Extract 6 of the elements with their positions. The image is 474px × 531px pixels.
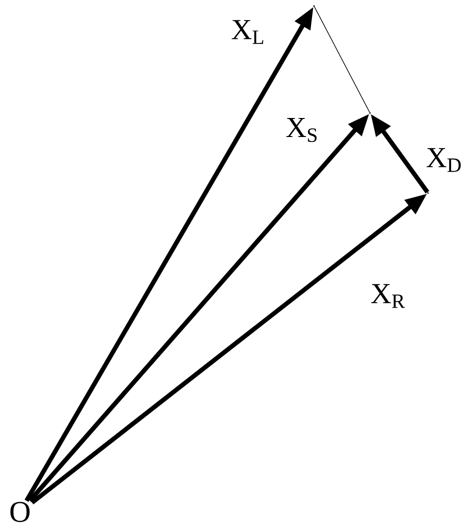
edge-label: X$_{D}$ xyxy=(426,148,461,172)
edge-label: X$_{L}$ xyxy=(232,20,264,44)
connecting-line xyxy=(314,6,370,112)
edge-label: X$_{R}$ xyxy=(371,284,405,308)
edge-label: X$_{S}$ xyxy=(286,118,317,142)
origin-label: O xyxy=(10,502,30,522)
